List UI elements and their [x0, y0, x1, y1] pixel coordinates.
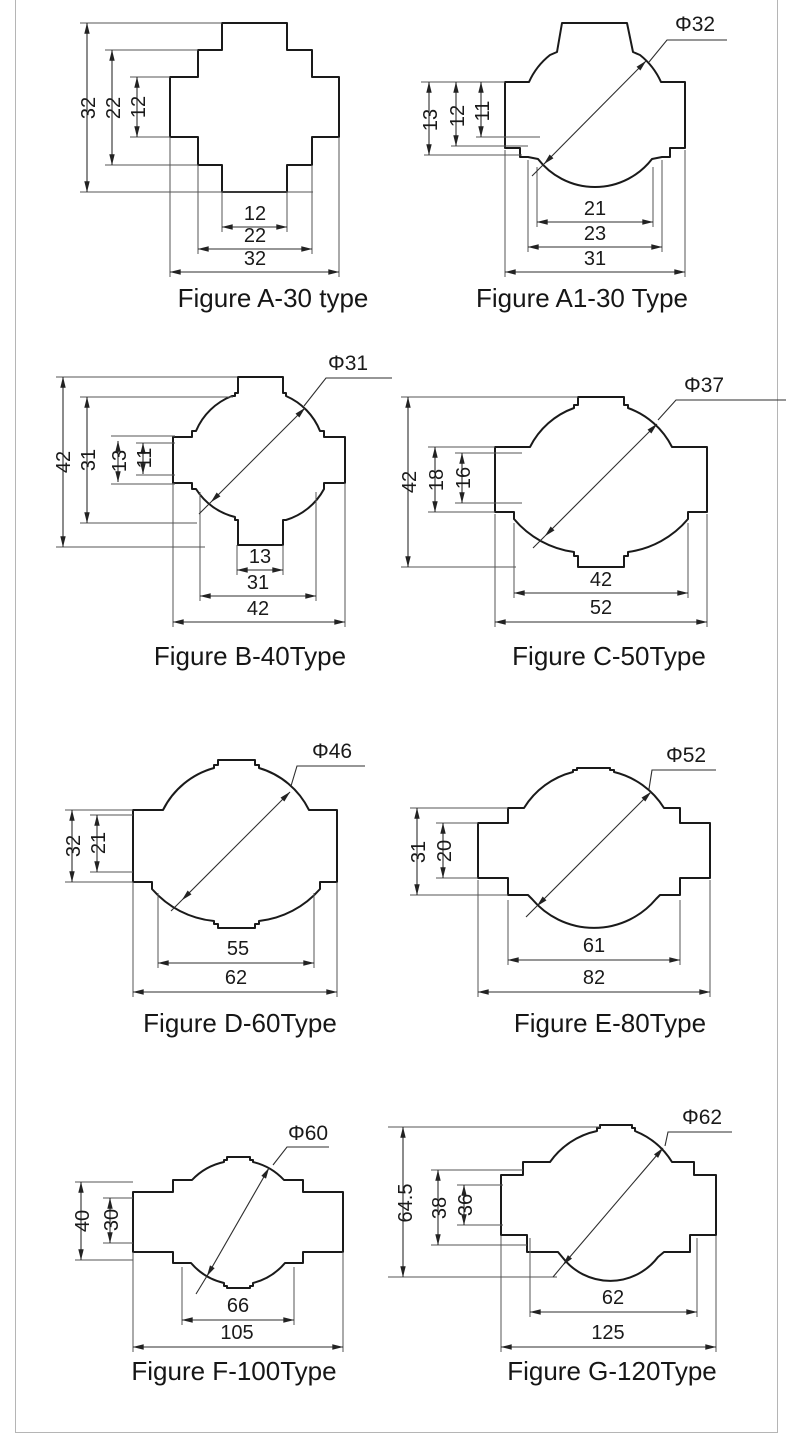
dim-h-31: 31 [247, 572, 269, 594]
diameter-label: Φ62 [682, 1106, 722, 1129]
extension-lines [65, 809, 338, 997]
dim-v-38: 38 [429, 1197, 451, 1219]
dim-h-21: 21 [584, 198, 606, 220]
dim-h-66: 66 [227, 1295, 249, 1317]
dim-v-12: 12 [447, 105, 469, 127]
figure-caption: Figure E-80Type [514, 1008, 706, 1038]
diameter-leader [198, 377, 392, 515]
diameter-label: Φ31 [328, 352, 368, 375]
extension-lines [75, 1181, 344, 1352]
dim-v-36: 36 [455, 1194, 477, 1216]
dim-h-42: 42 [247, 598, 269, 620]
diameter-line [536, 791, 652, 907]
extension-lines [80, 22, 340, 277]
part-outline [172, 376, 346, 546]
diameter-leader [170, 765, 365, 912]
dim-v-31: 31 [408, 841, 430, 863]
dim-h-61: 61 [583, 935, 605, 957]
figure-caption: Figure A1-30 Type [476, 283, 688, 313]
dim-h-52: 52 [590, 597, 612, 619]
diameter-line [544, 423, 658, 537]
dim-v-32: 32 [63, 835, 85, 857]
dim-h-23: 23 [584, 223, 606, 245]
dim-v-22: 22 [103, 97, 125, 119]
extension-lines [401, 396, 708, 627]
diameter-leader [525, 769, 716, 918]
dim-h-62: 62 [225, 967, 247, 989]
part-outline [477, 767, 711, 929]
dim-v-42: 42 [53, 451, 75, 473]
diameter-line [181, 791, 291, 901]
diameter-leader [195, 1146, 329, 1295]
diameter-label: Φ52 [666, 744, 706, 767]
diameter-label: Φ32 [675, 13, 715, 36]
part-outline [504, 22, 686, 188]
dim-h-22: 22 [244, 225, 266, 247]
figure-d60: 32 21 55 62 Φ46 Figure D-60Type [63, 740, 365, 1038]
dim-v-42: 42 [399, 471, 421, 493]
part-outline [132, 1156, 344, 1289]
figure-caption: Figure G-120Type [507, 1356, 717, 1386]
dim-h-12: 12 [244, 203, 266, 225]
diameter-label: Φ46 [312, 740, 352, 763]
diameter-leader [532, 399, 786, 549]
figure-caption: Figure A-30 type [178, 283, 369, 313]
dim-h-125: 125 [591, 1322, 624, 1344]
dim-v-13: 13 [420, 109, 442, 131]
extension-lines [410, 807, 711, 997]
dim-v-21: 21 [88, 832, 110, 854]
diameter-line [543, 60, 647, 165]
diameter-label: Φ37 [684, 374, 724, 397]
part-outline [132, 759, 338, 929]
figure-a30: 32 22 12 12 22 32 Figure A-30 type [78, 22, 369, 313]
extension-lines [421, 81, 686, 277]
part-outline [494, 396, 708, 568]
dim-h-55: 55 [227, 938, 249, 960]
figure-e80: 31 20 61 82 Φ52 Figure E-80Type [408, 744, 716, 1038]
dim-h-32: 32 [244, 248, 266, 270]
part-outline [500, 1124, 717, 1282]
dim-v-64-5: 64.5 [395, 1184, 417, 1223]
dim-h-13: 13 [249, 546, 271, 568]
extension-lines [56, 376, 346, 627]
dim-v-31: 31 [78, 449, 100, 471]
dim-v-40: 40 [72, 1210, 94, 1232]
dim-h-105: 105 [220, 1322, 253, 1344]
dim-h-82: 82 [583, 967, 605, 989]
dim-v-18: 18 [426, 469, 448, 491]
diameter-label: Φ60 [288, 1122, 328, 1145]
figure-caption: Figure C-50Type [512, 641, 706, 671]
dim-v-30: 30 [101, 1209, 123, 1231]
dim-v-13: 13 [109, 450, 131, 472]
dim-h-31: 31 [584, 248, 606, 270]
figure-caption: Figure D-60Type [143, 1008, 337, 1038]
diameter-line [206, 1167, 270, 1277]
dim-h-42: 42 [590, 569, 612, 591]
diameter-line [562, 1147, 664, 1266]
figure-a1-30: 13 12 11 21 23 31 Φ32 Figure A1-30 Type [420, 13, 727, 313]
figure-g120: 64.5 38 36 62 125 Φ62 Figure G-120Type [388, 1106, 732, 1386]
dim-v-20: 20 [434, 840, 456, 862]
figure-f100: 40 30 66 105 Φ60 Figure F-100Type [72, 1122, 344, 1386]
figure-b40: 42 31 13 11 13 31 42 Φ31 Figure B-40Type [53, 352, 392, 671]
dim-h-62: 62 [602, 1287, 624, 1309]
diameter-leader [531, 39, 727, 177]
dim-v-12: 12 [128, 96, 150, 118]
sheet-border [15, 0, 778, 1433]
part-outline [169, 22, 340, 193]
figure-caption: Figure F-100Type [131, 1356, 336, 1386]
diameter-line [210, 407, 306, 503]
figure-c50: 42 18 16 42 52 Φ37 Figure C-50Type [399, 374, 786, 671]
dim-v-11: 11 [134, 448, 156, 469]
dim-v-16: 16 [453, 467, 475, 489]
dim-v-32: 32 [78, 97, 100, 119]
extension-lines [388, 1126, 717, 1352]
diameter-leader [552, 1131, 732, 1278]
figure-caption: Figure B-40Type [154, 641, 346, 671]
dim-v-11: 11 [472, 101, 494, 122]
